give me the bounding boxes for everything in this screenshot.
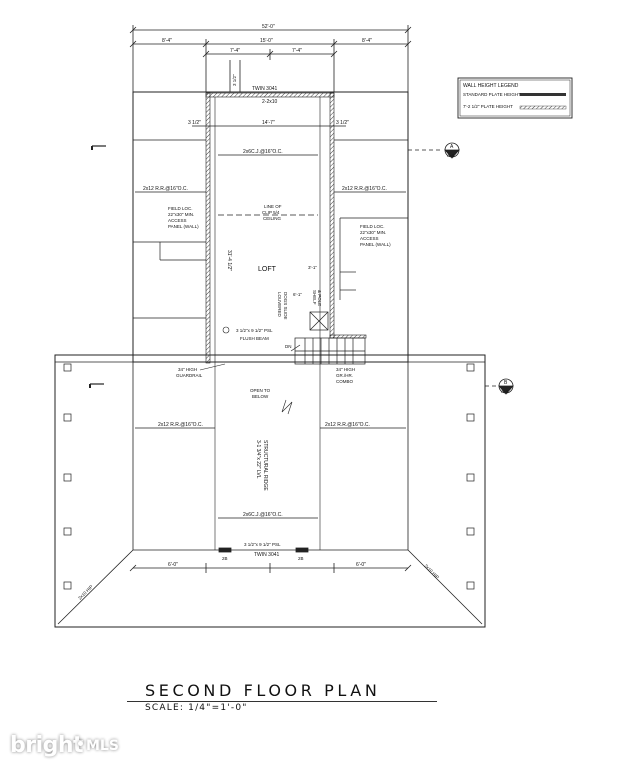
twin-bottom-label: TWIN 3041 <box>254 552 280 558</box>
line-of-clip-2: CLIP 5/4 <box>262 210 280 215</box>
louvered-1: LOUVERED <box>277 292 282 318</box>
ceiling-joists-bottom: 2x6C.J.@16"O.C. <box>243 512 283 518</box>
dim-bottom-right: 6'-0" <box>356 562 366 568</box>
wall-height-legend <box>457 77 573 119</box>
field-loc-right-4: PANEL (WALL) <box>360 242 391 247</box>
field-loc-left-1: FIELD LOC. <box>168 206 193 211</box>
section-b-sheet: A-4 <box>501 389 509 394</box>
legend-title: WALL HEIGHT LEGEND <box>463 83 519 89</box>
dim-hall: 6'-1" <box>293 292 302 297</box>
rafters-right: 2x12 R.R.@16"O.C. <box>342 186 387 192</box>
section-a-label: A <box>450 144 454 150</box>
legend-standard: STANDARD PLATE HEIGHT <box>463 92 521 97</box>
rafters-low-left: 2x12 R.R.@16"O.C. <box>158 422 203 428</box>
dim-center-bay: 15'-0" <box>260 38 273 44</box>
guardrail-right-1: 34" HIGH <box>336 367 355 372</box>
dim-bottom-left: 6'-0" <box>168 562 178 568</box>
header-top-label: 2-2x10 <box>262 99 278 105</box>
field-loc-right-1: FIELD LOC. <box>360 224 385 229</box>
field-loc-right-2: 22"x30" MIN. <box>360 230 386 235</box>
dn-label: DN <box>285 344 292 349</box>
mark-2b-left: 2B <box>222 556 228 561</box>
drawing-title: SECOND FLOOR PLAN <box>145 681 381 700</box>
louvered-2: DOGS SLIDE <box>283 292 288 320</box>
dim-side-left: 3 1/2" <box>188 120 201 126</box>
guardrail-right-3: COMBO <box>336 379 354 384</box>
building-outline <box>54 91 486 628</box>
hip-left: 2x10 HIP <box>77 584 94 601</box>
psl-label: 3 1/2"x 9 1/2" PSL <box>236 328 273 333</box>
rafters-low-right: 2x12 R.R.@16"O.C. <box>325 422 370 428</box>
line-of-clip-3: CEILING <box>263 216 282 221</box>
ceiling-joists-top: 2x6C.J.@16"O.C. <box>243 149 283 155</box>
dim-center-half-right: 7'-4" <box>292 48 302 54</box>
watermark-dot <box>78 741 83 746</box>
guardrail-right-2: GR./HR. <box>336 373 353 378</box>
shelf-1: SHELF <box>312 290 317 305</box>
legend-plate-height: 7'-2 1/2" PLATE HEIGHT <box>463 104 513 109</box>
ridge-1: 3-1 3/4"x 22" LVL <box>255 440 261 479</box>
dim-top-v: 3 1/2" <box>232 74 237 86</box>
open-below-2: BELOW <box>252 394 269 399</box>
field-loc-right-3: ACCESS <box>360 236 379 241</box>
ridge-2: STRUCTURAL RIDGE <box>262 440 268 491</box>
hip-right: 2x10 HIP <box>423 563 440 580</box>
dim-stair-clear: 3'-1" <box>308 265 317 270</box>
shelf-2: & POLE <box>317 290 322 306</box>
section-b-label: B <box>504 380 508 386</box>
field-loc-left-4: PANEL (WALL) <box>168 224 199 229</box>
top-dimensions <box>129 25 412 92</box>
dim-left-bay: 8'-4" <box>162 38 172 44</box>
field-loc-left-2: 22"x30" MIN. <box>168 212 194 217</box>
guardrail-left-2: GUARDRAIL <box>176 373 203 378</box>
drawing-scale: SCALE: 1/4"=1'-0" <box>145 703 248 713</box>
bottom-dimensions <box>129 547 412 573</box>
guardrail-left-1: 34" HIGH <box>178 367 197 372</box>
section-a-sheet: A-4 <box>447 153 455 158</box>
loft-label: LOFT <box>258 266 277 273</box>
perimeter-posts <box>63 363 475 590</box>
dim-center-half-left: 7'-4" <box>230 48 240 54</box>
dim-side-right: 3 1/2" <box>336 120 349 126</box>
field-loc-left-3: ACCESS <box>168 218 187 223</box>
watermark-mls: MLS <box>86 738 119 754</box>
dim-inner-width: 14'-7" <box>262 120 275 126</box>
brightmls-watermark: bright <box>10 733 84 758</box>
rafters-left: 2x12 R.R.@16"O.C. <box>143 186 188 192</box>
line-of-clip-1: LINE OF <box>264 204 282 209</box>
twin-top-label: TWIN 3041 <box>252 86 278 92</box>
dim-overall: 52'-0" <box>262 24 275 30</box>
mark-2b-right: 2B <box>298 556 304 561</box>
flush-beam-label: FLUSH BEAM <box>240 336 269 341</box>
psl-bottom-label: 3 1/2"x 9 1/2" PSL <box>244 542 281 547</box>
dim-right-bay: 8'-4" <box>362 38 372 44</box>
section-marker-a <box>91 142 460 159</box>
section-marker-b <box>89 378 514 395</box>
stair <box>290 311 366 365</box>
open-below-1: OPEN TO <box>250 388 271 393</box>
dim-loft-depth: 31'-4 1/2" <box>226 250 232 271</box>
loft-walls <box>205 92 367 550</box>
title-underline <box>127 701 437 702</box>
